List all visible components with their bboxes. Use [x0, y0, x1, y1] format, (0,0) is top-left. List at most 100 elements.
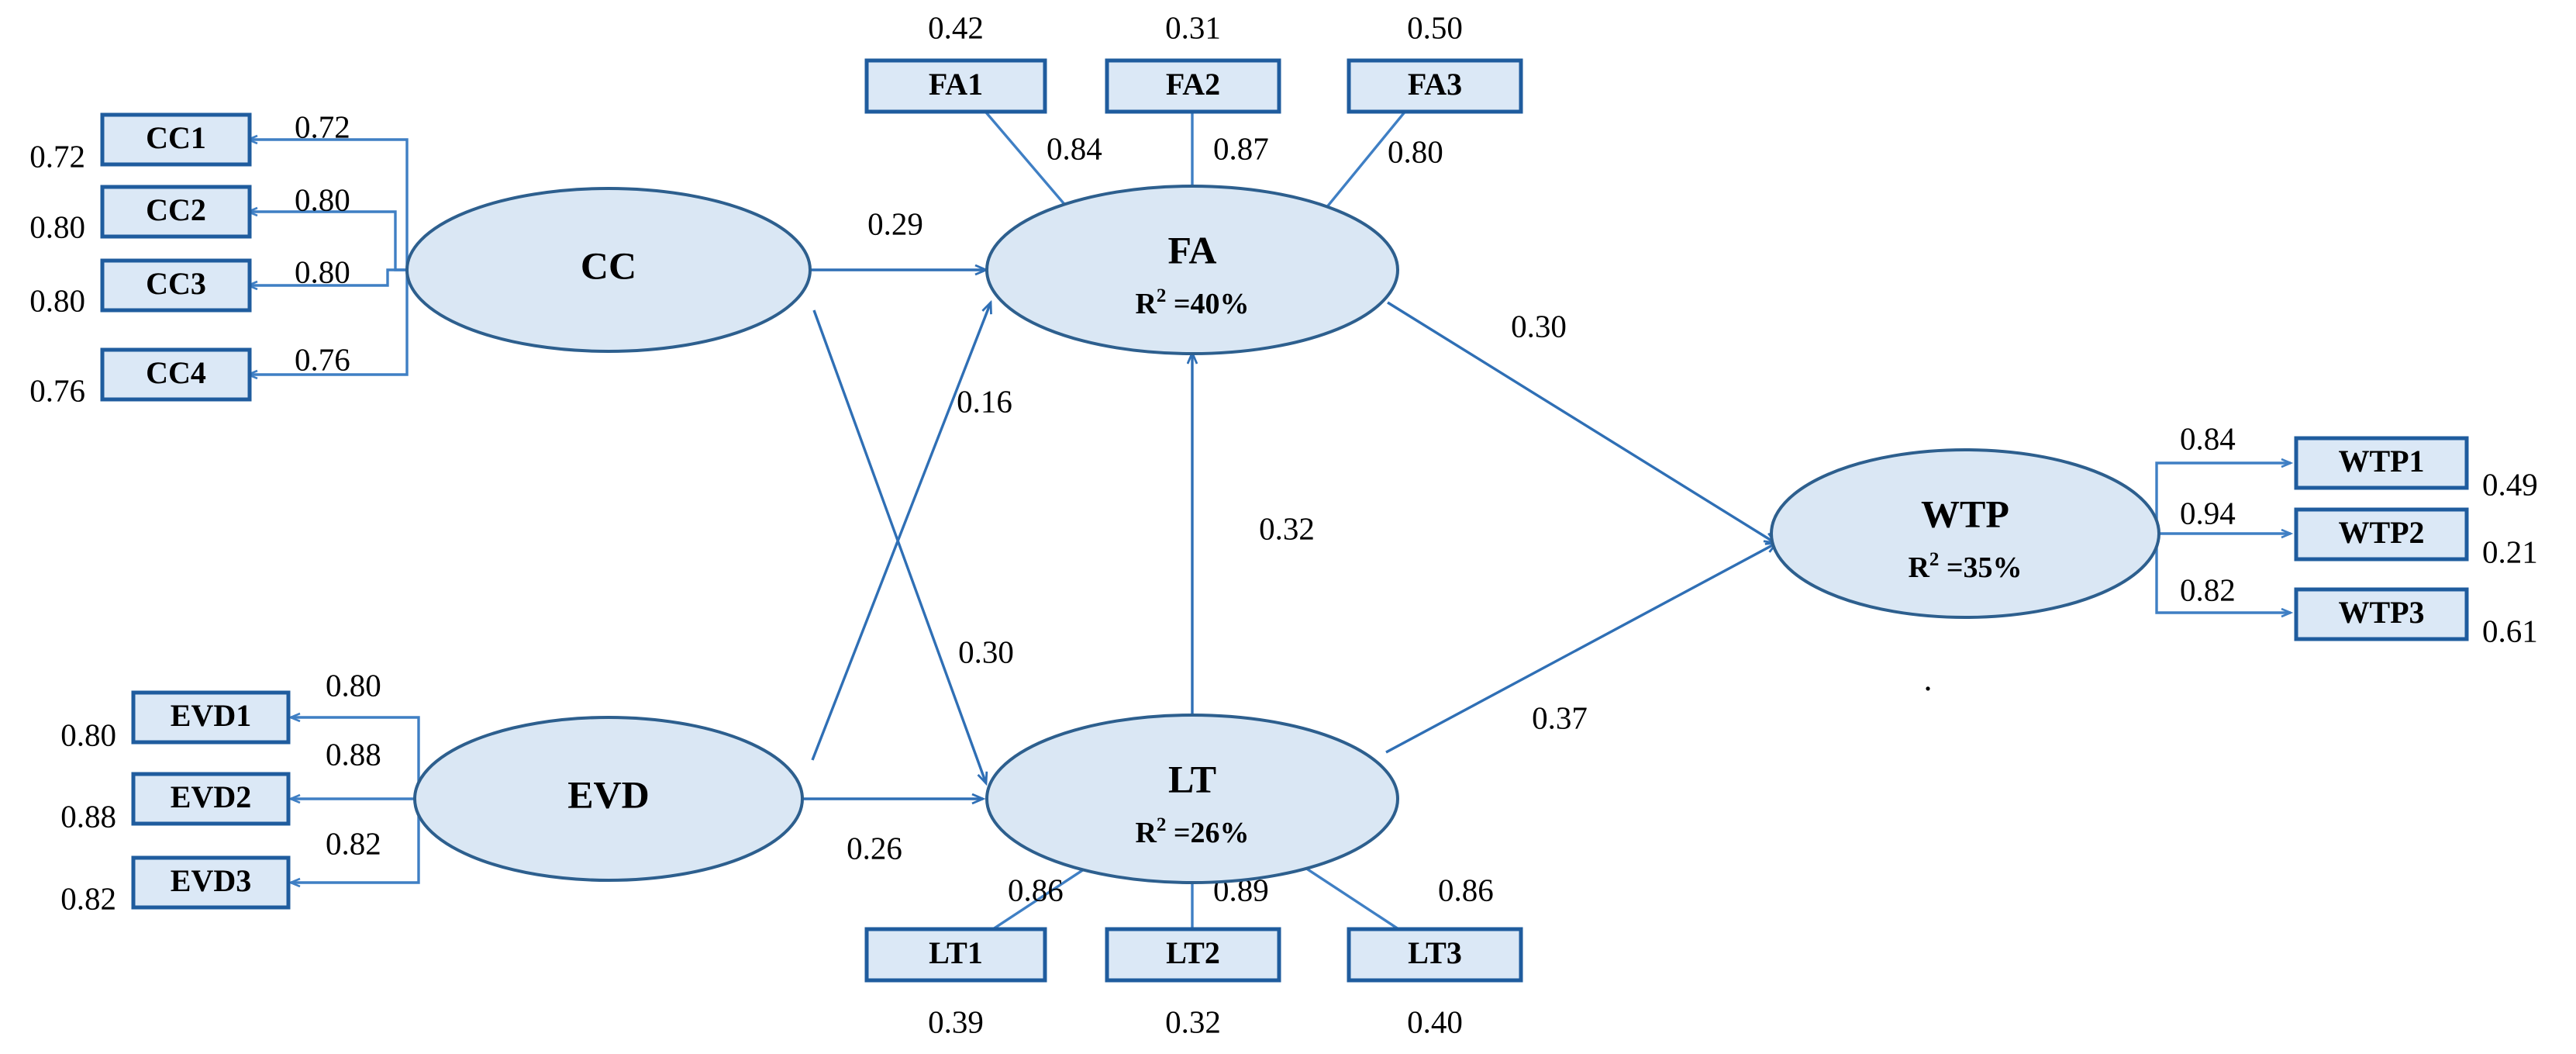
- indicator-label-fa1: FA1: [929, 67, 983, 102]
- wtp-measurement-group: WTP1 WTP2 WTP3 0.49 0.21 0.61 0.84 0.94 …: [2155, 420, 2538, 648]
- error-value-wtp1: 0.49: [2482, 466, 2538, 502]
- loading-value-lt1: 0.86: [1008, 872, 1064, 907]
- error-value-wtp3: 0.61: [2482, 613, 2538, 648]
- indicator-box-wtp2[interactable]: [2294, 507, 2469, 562]
- latent-variables-group: CC EVD FA R2 =40% LT R2 =26% WTP R2 =35%: [405, 185, 2160, 884]
- coefficient-cc-fa: 0.29: [867, 206, 923, 241]
- latent-label-evd: EVD: [567, 772, 650, 816]
- edge-wtp-wtp1: [2155, 463, 2291, 534]
- error-value-evd1: 0.80: [60, 717, 116, 752]
- error-value-lt3: 0.40: [1407, 1004, 1463, 1039]
- error-value-fa2: 0.31: [1165, 9, 1221, 45]
- latent-ellipse-fa[interactable]: [985, 185, 1399, 355]
- indicator-box-evd1[interactable]: [131, 690, 291, 745]
- indicator-label-cc4: CC4: [146, 355, 206, 390]
- indicator-box-fa1[interactable]: [864, 58, 1047, 114]
- latent-ellipse-wtp[interactable]: [1770, 448, 2160, 619]
- indicator-label-wtp3: WTP3: [2338, 595, 2424, 630]
- edge-wtp-wtp3: [2155, 534, 2291, 613]
- latent-ellipse-evd[interactable]: [413, 716, 804, 882]
- indicator-label-lt3: LT3: [1408, 935, 1462, 970]
- latent-label-cc: CC: [581, 244, 636, 287]
- edge-cc-cc1: [248, 140, 409, 270]
- loading-value-cc1: 0.72: [295, 109, 350, 144]
- error-value-wtp2: 0.21: [2482, 534, 2538, 569]
- loading-value-fa1: 0.84: [1047, 130, 1102, 166]
- coefficient-lt-fa: 0.32: [1259, 510, 1315, 546]
- latent-label-wtp: WTP: [1921, 492, 2009, 535]
- error-value-lt2: 0.32: [1165, 1004, 1221, 1039]
- latent-ellipse-cc[interactable]: [405, 187, 812, 353]
- loading-value-wtp1: 0.84: [2180, 420, 2236, 456]
- path-lt-to-wtp: [1385, 543, 1777, 754]
- indicator-label-evd1: EVD1: [171, 698, 251, 733]
- loading-value-evd3: 0.82: [326, 825, 381, 861]
- error-value-cc3: 0.80: [29, 282, 85, 318]
- loading-value-fa3: 0.80: [1388, 133, 1443, 169]
- indicator-box-cc3[interactable]: [100, 258, 252, 313]
- latent-label-lt: LT: [1168, 757, 1216, 800]
- coefficient-evd-lt: 0.26: [847, 830, 902, 866]
- latent-ellipse-lt[interactable]: [985, 714, 1399, 884]
- loading-value-cc3: 0.80: [295, 254, 350, 289]
- indicator-box-fa3[interactable]: [1347, 58, 1523, 114]
- indicator-label-wtp1: WTP1: [2338, 444, 2424, 479]
- indicator-label-lt2: LT2: [1166, 935, 1220, 970]
- indicator-box-wtp3[interactable]: [2294, 587, 2469, 641]
- indicator-label-evd3: EVD3: [171, 863, 251, 898]
- edge-cc-cc4: [248, 270, 409, 375]
- loading-value-fa2: 0.87: [1213, 130, 1269, 166]
- cc-measurement-group: CC1 CC2 CC3 CC4 0.72 0.80 0.80 0.76 0.72…: [29, 109, 409, 408]
- indicator-box-evd3[interactable]: [131, 855, 291, 910]
- error-value-evd2: 0.88: [60, 798, 116, 834]
- loading-value-cc4: 0.76: [295, 341, 350, 377]
- latent-r2-lt: R2 =26%: [1135, 814, 1249, 849]
- coefficient-fa-wtp: 0.30: [1511, 308, 1567, 344]
- indicator-label-fa3: FA3: [1408, 67, 1462, 102]
- path-cc-to-lt: [812, 309, 986, 783]
- coefficient-lt-wtp: 0.37: [1532, 700, 1588, 735]
- edge-evd-evd3: [291, 799, 420, 883]
- indicator-label-cc2: CC2: [146, 192, 206, 227]
- indicator-label-evd2: EVD2: [171, 779, 251, 814]
- evd-measurement-group: EVD1 EVD2 EVD3 0.80 0.88 0.82 0.80 0.88 …: [60, 667, 420, 916]
- latent-label-fa: FA: [1168, 228, 1217, 271]
- indicator-box-lt1[interactable]: [864, 927, 1047, 983]
- indicator-box-lt2[interactable]: [1105, 927, 1281, 983]
- stray-period-mark: .: [1924, 660, 1933, 698]
- latent-r2-wtp: R2 =35%: [1908, 549, 2022, 584]
- indicator-box-cc2[interactable]: [100, 185, 252, 239]
- coefficient-evd-fa: 0.16: [957, 383, 1012, 419]
- loading-value-wtp2: 0.94: [2180, 495, 2236, 530]
- indicator-box-wtp1[interactable]: [2294, 436, 2469, 490]
- structural-paths-group: 0.29 0.16 0.30 0.26 0.32 0.30 0.37: [791, 206, 1777, 866]
- indicator-box-lt3[interactable]: [1347, 927, 1523, 983]
- loading-value-lt3: 0.86: [1438, 872, 1494, 907]
- error-value-cc1: 0.72: [29, 138, 85, 174]
- loading-value-evd1: 0.80: [326, 667, 381, 703]
- indicator-label-fa2: FA2: [1166, 67, 1220, 102]
- indicator-box-fa2[interactable]: [1105, 58, 1281, 114]
- indicator-label-cc3: CC3: [146, 266, 206, 301]
- edge-cc-cc3: [248, 268, 407, 285]
- edge-evd-evd1: [291, 717, 420, 799]
- loading-value-wtp3: 0.82: [2180, 572, 2236, 607]
- indicator-box-evd2[interactable]: [131, 772, 291, 826]
- coefficient-cc-lt: 0.30: [958, 634, 1014, 669]
- error-value-evd3: 0.82: [60, 880, 116, 916]
- error-value-lt1: 0.39: [928, 1004, 984, 1039]
- path-fa-to-wtp: [1387, 301, 1775, 543]
- indicator-box-cc4[interactable]: [100, 347, 252, 402]
- fa-measurement-group: FA1 FA2 FA3 0.42 0.31 0.50 0.84 0.87 0.8…: [864, 9, 1523, 257]
- error-value-fa1: 0.42: [928, 9, 984, 45]
- indicator-box-cc1[interactable]: [100, 112, 252, 167]
- indicator-label-wtp2: WTP2: [2338, 515, 2424, 550]
- error-value-cc2: 0.80: [29, 209, 85, 244]
- loading-value-cc2: 0.80: [295, 181, 350, 217]
- path-evd-to-fa: [811, 302, 991, 761]
- latent-r2-fa: R2 =40%: [1135, 285, 1249, 320]
- error-value-cc4: 0.76: [29, 372, 85, 408]
- loading-value-evd2: 0.88: [326, 736, 381, 772]
